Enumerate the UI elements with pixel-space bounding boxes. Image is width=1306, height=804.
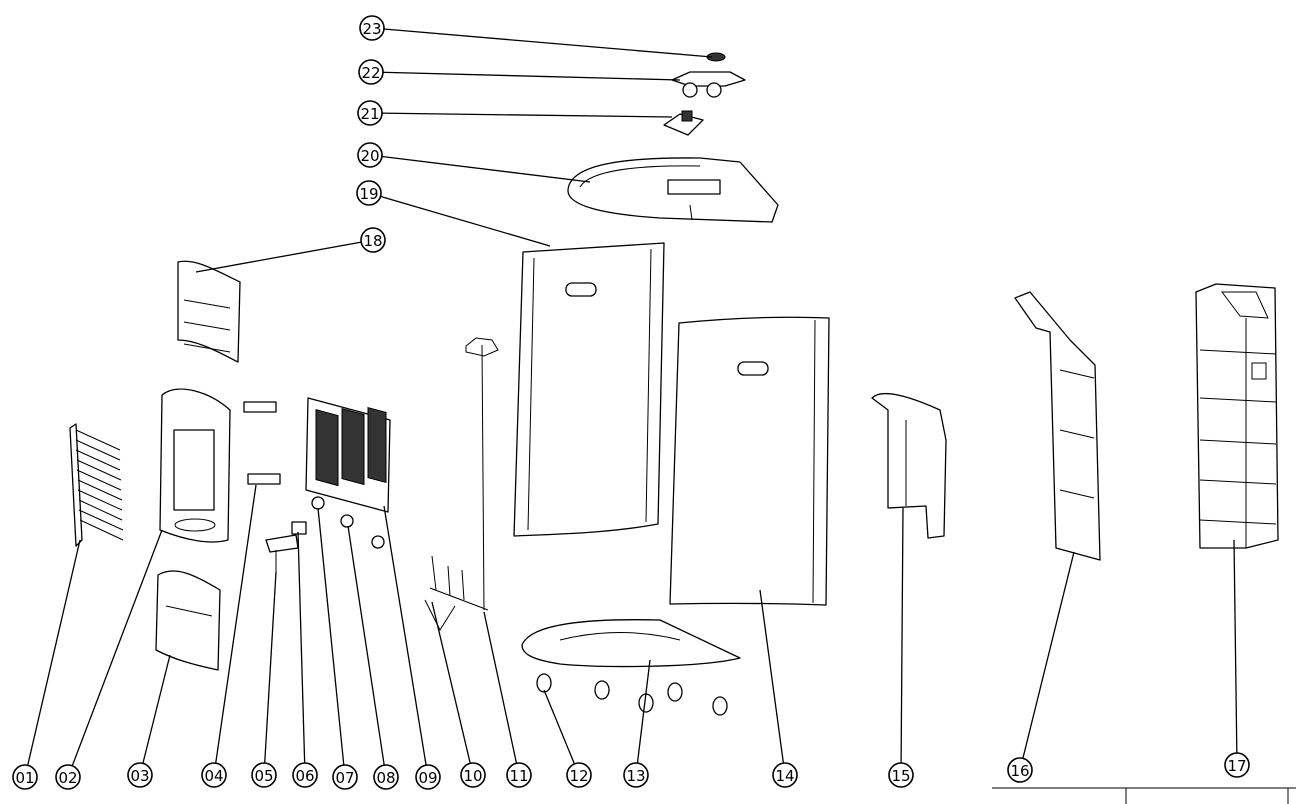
part-15-heat-shield (871, 392, 947, 539)
part-04-strips (243, 401, 281, 485)
callout-20: 20 (357, 142, 383, 168)
leader-line-09 (383, 505, 429, 778)
part-13-base (521, 619, 741, 668)
leader-line-08 (347, 525, 387, 778)
callout-label: 18 (363, 232, 382, 250)
callout-label: 19 (359, 185, 378, 203)
callout-label: 14 (775, 767, 794, 785)
callout-11: 11 (506, 762, 532, 788)
leader-line-16 (1019, 551, 1075, 771)
callout-label: 17 (1227, 757, 1246, 775)
part-03-lower-grille (155, 570, 221, 671)
part-05-valve (265, 534, 299, 572)
callout-label: 05 (254, 767, 273, 785)
part-07-08-knobs (311, 496, 385, 549)
leader-line-13 (635, 659, 651, 776)
callout-label: 01 (15, 769, 34, 787)
callout-21: 21 (357, 100, 383, 126)
leader-line-19 (368, 192, 551, 247)
part-09-burner (305, 397, 391, 513)
callout-05: 05 (251, 762, 277, 788)
leader-line-17 (1233, 539, 1238, 766)
leader-line-14 (759, 589, 786, 776)
callout-label: 21 (360, 105, 379, 123)
part-18-upper-grille (177, 260, 241, 363)
callout-label: 02 (58, 769, 77, 787)
callout-label: 03 (130, 767, 149, 785)
part-02-front-frame (159, 388, 231, 543)
leader-line-10 (431, 601, 474, 776)
leader-line-15 (900, 507, 904, 776)
callout-label: 07 (335, 769, 354, 787)
part-16-back-frame (1014, 291, 1101, 561)
callout-17: 17 (1224, 752, 1250, 778)
part-12-casters (536, 673, 728, 716)
callout-label: 04 (204, 767, 223, 785)
leader-line-12 (543, 689, 580, 776)
callout-13: 13 (623, 762, 649, 788)
leader-line-23 (371, 27, 713, 58)
leader-line-20 (369, 154, 591, 183)
callout-19: 19 (356, 180, 382, 206)
callout-14: 14 (772, 762, 798, 788)
part-19-front-panel (513, 242, 665, 537)
callout-label: 16 (1010, 762, 1029, 780)
leader-line-11 (483, 611, 520, 776)
part-06-clip (291, 521, 307, 535)
callout-02: 02 (55, 764, 81, 790)
callout-06: 06 (292, 762, 318, 788)
callout-03: 03 (127, 762, 153, 788)
callout-label: 09 (418, 769, 437, 787)
callout-09: 09 (415, 764, 441, 790)
part-22-knob-housing (671, 71, 746, 98)
leader-line-22 (370, 71, 681, 81)
leader-line-02 (67, 529, 163, 778)
part-20-top-cover (567, 157, 779, 223)
callout-15: 15 (888, 762, 914, 788)
callout-label: 15 (891, 767, 910, 785)
leader-line-04 (213, 484, 257, 776)
callout-label: 20 (360, 147, 379, 165)
callout-01: 01 (12, 764, 38, 790)
title-block-lines (992, 787, 1296, 804)
callout-label: 10 (463, 767, 482, 785)
part-01-louver (69, 423, 124, 547)
callout-layer: 01 02 03 04 05 06 07 08 09 10 11 12 13 14 15 16 17 18 19 20… (12, 15, 1250, 790)
part-21-switch (663, 110, 704, 136)
callout-label: 13 (626, 767, 645, 785)
callout-label: 22 (361, 64, 380, 82)
leader-line-06 (297, 531, 306, 776)
callout-label: 06 (295, 767, 314, 785)
callout-16: 16 (1007, 757, 1033, 783)
callout-07: 07 (332, 764, 358, 790)
callout-label: 11 (509, 767, 528, 785)
leader-line-03 (139, 654, 171, 776)
part-17-rear-housing (1195, 283, 1279, 549)
leader-line-18 (195, 239, 374, 273)
callout-08: 08 (373, 764, 399, 790)
callout-label: 12 (569, 767, 588, 785)
callout-12: 12 (566, 762, 592, 788)
part-11-gas-pipe (429, 337, 499, 611)
leader-line-21 (369, 112, 673, 118)
part-14-rear-panel (669, 316, 830, 606)
leader-line-05 (263, 571, 277, 776)
callout-23: 23 (359, 15, 385, 41)
callout-10: 10 (460, 762, 486, 788)
callout-18: 18 (360, 227, 386, 253)
callout-22: 22 (358, 59, 384, 85)
leader-line-07 (317, 507, 346, 778)
callout-label: 08 (376, 769, 395, 787)
callout-04: 04 (201, 762, 227, 788)
part-10-rod (424, 599, 456, 632)
leader-line-01 (24, 539, 81, 778)
callout-label: 23 (362, 20, 381, 38)
